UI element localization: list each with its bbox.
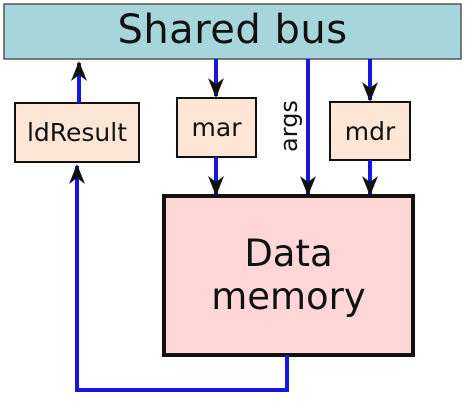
memory-to-ldresult-wire <box>69 164 289 392</box>
ldresult-register-box <box>14 102 140 163</box>
args-signal-label: args <box>275 100 303 152</box>
mdr-register-box <box>329 101 411 161</box>
shared-bus-bar <box>3 3 462 60</box>
mar-register-box <box>176 97 257 158</box>
data-memory-box <box>162 194 415 357</box>
